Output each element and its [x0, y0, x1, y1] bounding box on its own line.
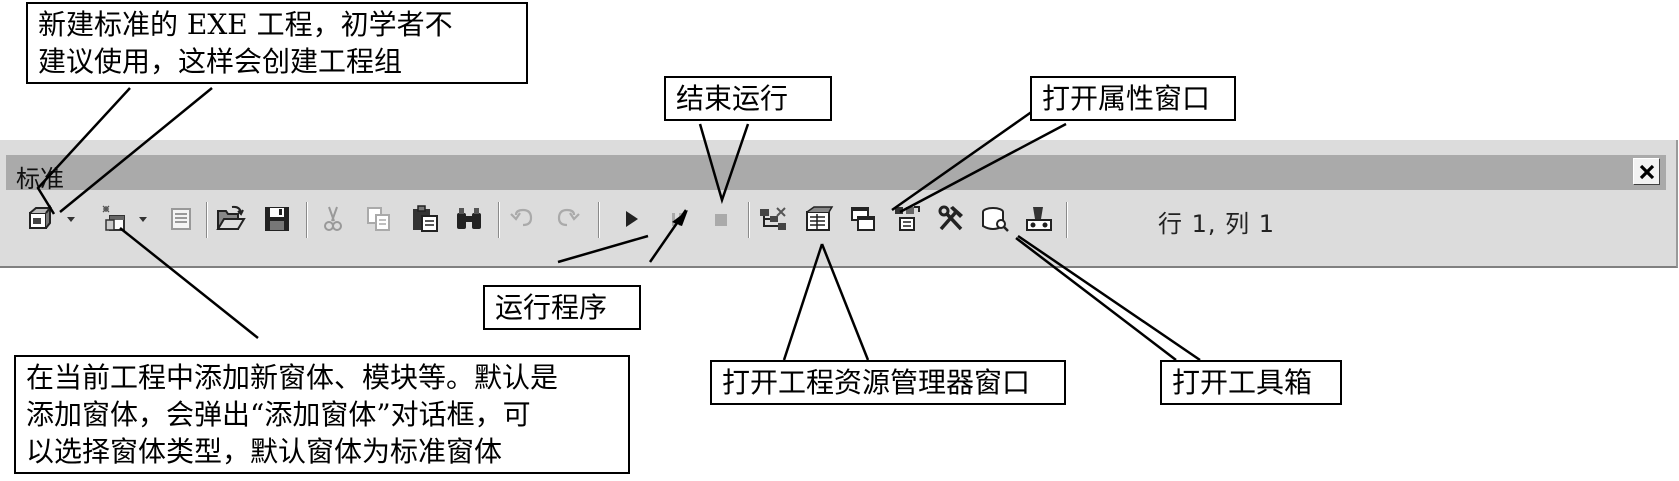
callout-add-form: 在当前工程中添加新窗体、模块等。默认是 添加窗体，会弹出“添加窗体”对话框，可 …	[14, 355, 630, 474]
data-view-icon	[982, 207, 1009, 232]
open-project-button[interactable]	[214, 202, 248, 236]
undo-arrow-icon	[510, 208, 533, 227]
object-browser-icon	[895, 206, 920, 231]
callout-text: 结束运行	[676, 82, 789, 115]
object-browser-button[interactable]	[890, 202, 924, 236]
component-manager-button[interactable]	[1022, 202, 1056, 236]
data-view-button[interactable]	[978, 202, 1012, 236]
undo-button[interactable]	[506, 202, 540, 236]
callout-new-exe-project: 新建标准的 EXE 工程，初学者不 建议使用，这样会创建工程组	[26, 2, 528, 84]
project-explorer-icon	[760, 207, 786, 230]
callout-text: 运行程序	[495, 291, 608, 324]
callout-end-run: 结束运行	[664, 76, 832, 121]
copy-icon	[367, 207, 390, 231]
toolbar-titlebar[interactable]: 标准	[6, 155, 1666, 193]
callout-project-explorer: 打开工程资源管理器窗口	[710, 360, 1066, 405]
callout-line: 建议使用，这样会创建工程组	[38, 45, 403, 78]
break-button[interactable]	[660, 202, 694, 236]
separator	[306, 202, 308, 238]
separator	[1066, 202, 1068, 238]
separator	[206, 202, 208, 238]
separator	[748, 202, 750, 238]
save-project-button[interactable]	[260, 202, 294, 236]
toolbar-title: 标准	[16, 165, 64, 193]
stop-icon	[715, 214, 727, 226]
add-project-button[interactable]	[24, 202, 58, 236]
callout-properties-window: 打开属性窗口	[1030, 76, 1236, 121]
callout-run-program: 运行程序	[483, 285, 641, 330]
open-folder-icon	[216, 205, 246, 230]
pause-icon	[672, 213, 682, 226]
save-disk-icon	[265, 207, 289, 231]
menu-editor-button[interactable]	[164, 202, 198, 236]
standard-toolbar: 标准	[0, 140, 1678, 268]
paste-clipboard-icon	[413, 205, 438, 232]
callout-text: 打开工程资源管理器窗口	[722, 366, 1031, 399]
end-button[interactable]	[704, 202, 738, 236]
dropdown-arrow-icon	[67, 217, 75, 222]
project-explorer-button[interactable]	[756, 202, 790, 236]
callout-line: 新建标准的 EXE 工程，初学者不	[38, 8, 453, 41]
callout-text: 打开属性窗口	[1042, 82, 1211, 115]
toolbox-button[interactable]	[934, 202, 968, 236]
redo-arrow-icon	[557, 208, 580, 227]
callout-line: 添加窗体，会弹出“添加窗体”对话框，可	[26, 398, 531, 431]
paste-button[interactable]	[408, 202, 442, 236]
add-form-button[interactable]	[96, 202, 130, 236]
add-form-dropdown[interactable]	[136, 202, 150, 236]
add-project-dropdown[interactable]	[64, 202, 78, 236]
callout-line: 在当前工程中添加新窗体、模块等。默认是	[26, 361, 559, 394]
play-icon	[626, 211, 638, 227]
copy-button[interactable]	[362, 202, 396, 236]
close-icon	[1639, 164, 1654, 179]
start-button[interactable]	[614, 202, 648, 236]
menu-editor-icon	[171, 208, 191, 230]
callout-toolbox: 打开工具箱	[1160, 360, 1342, 405]
scissors-icon	[324, 206, 342, 231]
toolbox-hammer-wrench-icon	[938, 205, 963, 231]
callout-text: 打开工具箱	[1172, 366, 1313, 399]
redo-button[interactable]	[550, 202, 584, 236]
close-button[interactable]	[1633, 158, 1660, 185]
cursor-position-status: 行 1, 列 1	[1158, 210, 1276, 238]
add-exe-project-icon	[29, 205, 53, 229]
form-layout-button[interactable]	[846, 202, 880, 236]
find-button[interactable]	[452, 202, 486, 236]
add-form-icon	[102, 205, 125, 231]
properties-window-button[interactable]	[802, 202, 836, 236]
cut-button[interactable]	[316, 202, 350, 236]
separator	[598, 202, 600, 238]
dropdown-arrow-icon	[139, 217, 147, 222]
binoculars-icon	[457, 208, 481, 229]
properties-window-icon	[806, 206, 834, 231]
form-layout-icon	[851, 207, 875, 231]
callout-line: 以选择窗体类型，默认窗体为标准窗体	[26, 435, 503, 468]
separator	[498, 202, 500, 238]
component-manager-icon	[1026, 207, 1052, 231]
